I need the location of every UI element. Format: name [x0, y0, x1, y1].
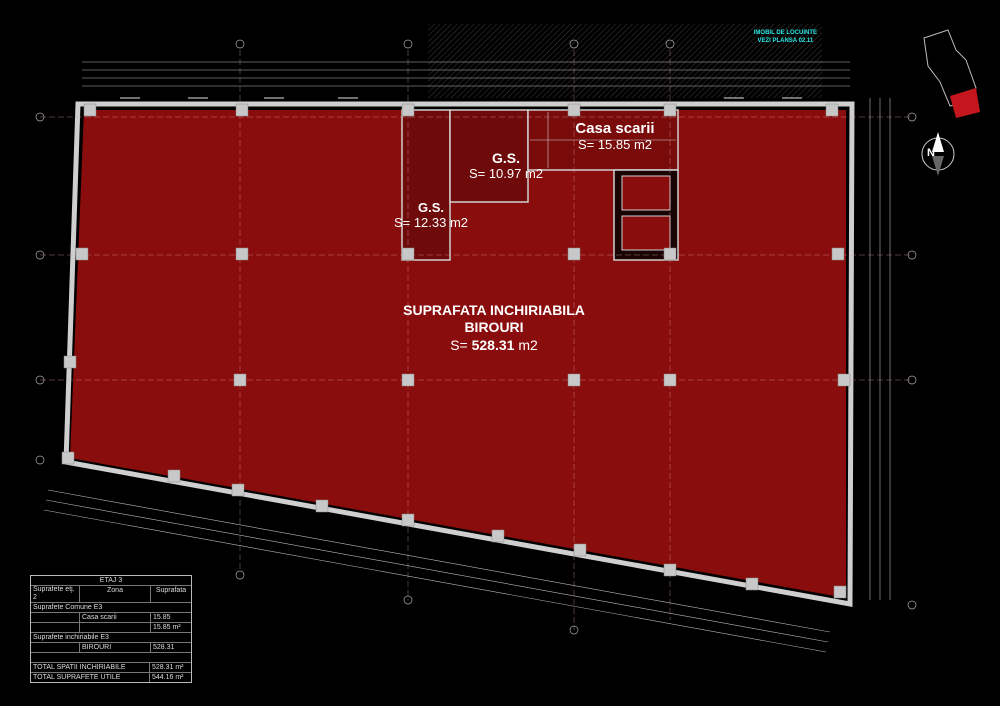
stair-room-name: Casa scarii — [575, 120, 655, 137]
site-key-plan — [923, 29, 980, 118]
main-space-area: S= 528.31 m2 — [360, 336, 628, 354]
north-arrow-icon — [921, 132, 955, 176]
neighbour-building-note: IMOBIL DE LOCUINTE VEZI PLANSA 02.11 — [754, 29, 817, 45]
table-cell-zone: BIROURI — [80, 643, 151, 652]
wc-lower-name: G.S. — [417, 200, 444, 215]
table-spacer — [31, 652, 191, 662]
note-line-1: IMOBIL DE LOCUINTE — [753, 30, 817, 36]
neighbour-building-note-box: IMOBIL DE LOCUINTE VEZI PLANSA 02.11 — [428, 24, 822, 98]
wc-upper-label: G.S. S= 10.97 m2 — [452, 150, 560, 181]
main-space-title: SUPRAFATA INCHIRIABILA — [403, 302, 585, 318]
right-dimension-lines — [869, 98, 891, 600]
table-cell-empty — [31, 623, 80, 632]
main-space-subtitle: BIROURI — [464, 319, 524, 335]
main-area-prefix: S= — [450, 337, 472, 353]
main-area-unit: m2 — [514, 337, 538, 353]
table-row: 15.85 m² — [31, 622, 191, 632]
stair-room-label: Casa scarii S= 15.85 m2 — [556, 120, 674, 152]
table-section-rentable: Suprafete inchiriabile E3 — [31, 632, 191, 642]
total-rentable-value: 528.31 m² — [152, 664, 184, 671]
main-area-value: 528.31 — [471, 337, 515, 353]
bottom-dimension-lines — [43, 489, 831, 653]
table-cell-empty — [31, 613, 80, 622]
table-section-common: Suprafete Comune E3 — [31, 602, 191, 612]
note-line-2: VEZI PLANSA 02.11 — [757, 38, 814, 44]
col-label-header: Suprafete etj. 2 — [31, 586, 80, 602]
table-header-row: Suprafete etj. 2 Zona Suprafata — [31, 585, 191, 602]
table-row: BIROURI 528.31 — [31, 642, 191, 652]
wc-upper-area: S= 10.97 m2 — [468, 166, 544, 181]
table-total-rentable: TOTAL SPATII INCHIRIABILE 528.31 m² — [31, 662, 191, 672]
table-row: Casa scarii 15.85 — [31, 612, 191, 622]
section-common-label: Suprafete Comune E3 — [33, 604, 103, 611]
table-cell-area: 15.85 — [153, 614, 171, 621]
wc-lower-area: S= 12.33 m2 — [393, 215, 469, 230]
core-rooms — [401, 109, 679, 261]
table-total-useful: TOTAL SUPRAFETE UTILE 544.16 m² — [31, 672, 191, 682]
table-cell-area: 528.31 — [153, 644, 175, 651]
section-rentable-label: Suprafete inchiriabile E3 — [33, 634, 109, 641]
stair-room-area: S= 15.85 m2 — [577, 137, 653, 152]
wc-lower-label: G.S. S= 12.33 m2 — [376, 200, 486, 230]
total-useful-value: 544.16 m² — [152, 674, 184, 681]
table-cell-empty — [31, 643, 80, 652]
wc-upper-name: G.S. — [491, 150, 520, 166]
table-cell-zone: Casa scarii — [80, 613, 151, 622]
table-cell-empty — [80, 623, 151, 632]
table-title: ETAJ 3 — [99, 577, 123, 584]
pillars — [61, 103, 851, 599]
surface-table: ETAJ 3 Suprafete etj. 2 Zona Suprafata S… — [30, 575, 192, 683]
col-zone-header: Zona — [80, 586, 151, 602]
grid-lines — [40, 50, 910, 630]
total-rentable-label: TOTAL SPATII INCHIRIABILE — [31, 663, 150, 672]
top-dimension-lines — [82, 61, 850, 87]
neighbour-building-hatch — [428, 24, 822, 98]
building-outline — [63, 101, 855, 607]
main-space-label: SUPRAFATA INCHIRIABILA BIROURI S= 528.31… — [360, 302, 628, 354]
axis-bubbles — [35, 39, 917, 635]
table-title-row: ETAJ 3 — [31, 576, 191, 585]
total-useful-label: TOTAL SUPRAFETE UTILE — [31, 673, 150, 682]
col-area-header: Suprafata — [155, 587, 187, 594]
common-total: 15.85 m² — [153, 624, 181, 631]
north-label: N — [927, 147, 935, 159]
